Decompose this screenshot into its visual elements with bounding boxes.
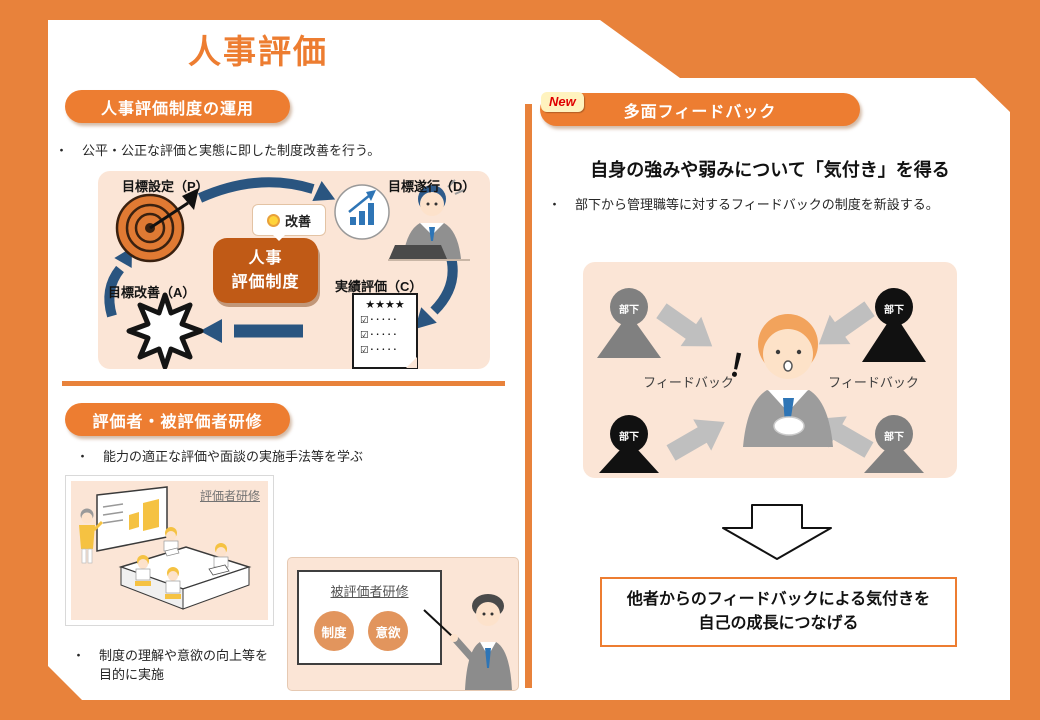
topic-circle-motivation: 意欲: [368, 611, 408, 651]
page-title: 人事評価: [188, 33, 328, 70]
new-badge: New: [541, 92, 584, 112]
operation-bullet: ・ 公平・公正な評価と実態に即した制度改善を行う。: [55, 141, 525, 160]
worker-at-laptop-illustration: [388, 179, 470, 261]
growth-chart-bubble-icon: [334, 184, 390, 240]
feedback-arrow-top-left: [656, 303, 713, 347]
cycle-arrow-check-to-act: [200, 319, 303, 343]
checklist-icon: ★★★★ ☑･････ ☑･････ ☑･････: [352, 293, 418, 369]
target-icon: [115, 188, 199, 263]
down-arrow-icon: [722, 504, 832, 560]
pdca-check-label: 実績評価（C）: [335, 279, 423, 294]
subordinate-label: 部下: [884, 432, 904, 443]
subordinate-label: 部下: [884, 305, 904, 316]
pdca-plan-label: 目標設定（P）: [122, 179, 209, 194]
topic-circle-system: 制度: [314, 611, 354, 651]
conclusion-box: 他者からのフィードバックによる気付きを 自己の成長につなげる: [600, 577, 957, 647]
training-scene-art: [79, 486, 252, 610]
subordinate-silhouette-bottom-left: [599, 415, 659, 473]
multisource-feedback-diagram: 部下 部下 部下 部下 フィードバック フィードバック ！: [583, 262, 957, 478]
pdca-do-label: 目標遂行（D）: [388, 179, 476, 194]
section-badge-feedback: 多面フィードバック: [540, 93, 860, 126]
feedback-diagram-art: [597, 288, 926, 473]
section-badge-operation-label: 人事評価制度の運用: [100, 100, 254, 118]
training-purpose-bullet: ・ 制度の理解や意欲の向上等を 目的に実施: [72, 646, 372, 684]
starburst-icon: [126, 292, 204, 369]
checklist-row: ☑･････: [360, 330, 399, 341]
feedback-arrow-top-right: [818, 301, 875, 345]
evaluator-training-illustration: 評価者研修: [66, 476, 273, 625]
subordinate-silhouette-top-right: [862, 288, 926, 362]
purpose-line2: 目的に実施: [99, 667, 165, 682]
feedback-bullet-text: 部下から管理職等に対するフィードバックの制度を新設する。: [575, 197, 939, 212]
purpose-line1: 制度の理解や意欲の向上等を: [99, 648, 269, 663]
bullet-marker: ・: [55, 143, 69, 158]
lightbulb-icon: [266, 213, 280, 227]
pdca-cycle-art: [104, 177, 470, 369]
left-section-divider: [62, 381, 505, 386]
pdca-center-line2: 評価制度: [231, 274, 300, 291]
pdca-act-label: 目標改善（A）: [108, 285, 196, 300]
evaluatee-training-illustration: 被評価者研修 制度 意欲: [288, 558, 518, 690]
pdca-center-line1: 人事: [248, 250, 283, 267]
training-bullet: ・ 能力の適正な評価や面談の実施手法等を学ぶ: [76, 447, 516, 466]
conclusion-line1: 他者からのフィードバックによる気付きを: [626, 591, 931, 608]
feedback-label-right: フィードバック: [828, 375, 919, 390]
pdca-center-box: 人事 評価制度: [213, 238, 318, 303]
checklist-row: ☑･････: [360, 345, 399, 356]
improvement-bubble: 改善: [252, 204, 326, 241]
feedback-bullet: ・ 部下から管理職等に対するフィードバックの制度を新設する。: [548, 195, 993, 214]
section-badge-feedback-label: 多面フィードバック: [623, 103, 777, 121]
subordinate-silhouette-top-left: [597, 288, 661, 358]
feedback-heading: 自身の強みや弱みについて「気付き」を得る: [590, 160, 950, 180]
presenter-illustration: [423, 594, 512, 690]
topic-motivation-label: 意欲: [375, 625, 401, 640]
manager-illustration: [743, 314, 833, 447]
section-badge-training: 評価者・被評価者研修: [65, 403, 290, 436]
improvement-label: 改善: [284, 213, 311, 229]
bullet-marker: ・: [76, 449, 90, 464]
section-badge-training-label: 評価者・被評価者研修: [92, 413, 263, 431]
training-bullet-text: 能力の適正な評価や面談の実施手法等を学ぶ: [103, 449, 364, 464]
section-badge-operation: 人事評価制度の運用: [65, 90, 290, 123]
checklist-stars: ★★★★: [365, 299, 405, 311]
bullet-marker: ・: [72, 648, 86, 663]
operation-bullet-text: 公平・公正な評価と実態に即した制度改善を行う。: [82, 143, 381, 158]
feedback-label-left: フィードバック: [643, 375, 734, 390]
subordinate-label: 部下: [619, 305, 639, 316]
evaluatee-training-label: 被評価者研修: [330, 584, 409, 599]
cycle-arrow-plan-to-do: [197, 177, 336, 203]
column-divider: [525, 104, 532, 688]
pdca-cycle-diagram: 目標設定（P） 目標遂行（D） 実績評価（C） 目標改善（A） 改善 人事 評価…: [98, 171, 490, 369]
bullet-marker: ・: [548, 197, 562, 212]
evaluator-training-label: 評価者研修: [199, 489, 260, 503]
subordinate-silhouette-bottom-right: [864, 415, 924, 473]
topic-system-label: 制度: [321, 625, 347, 640]
conclusion-line2: 自己の成長につなげる: [698, 615, 859, 632]
checklist-row: ☑･････: [360, 315, 399, 326]
subordinate-label: 部下: [619, 432, 639, 443]
feedback-arrow-bottom-left: [666, 419, 725, 461]
